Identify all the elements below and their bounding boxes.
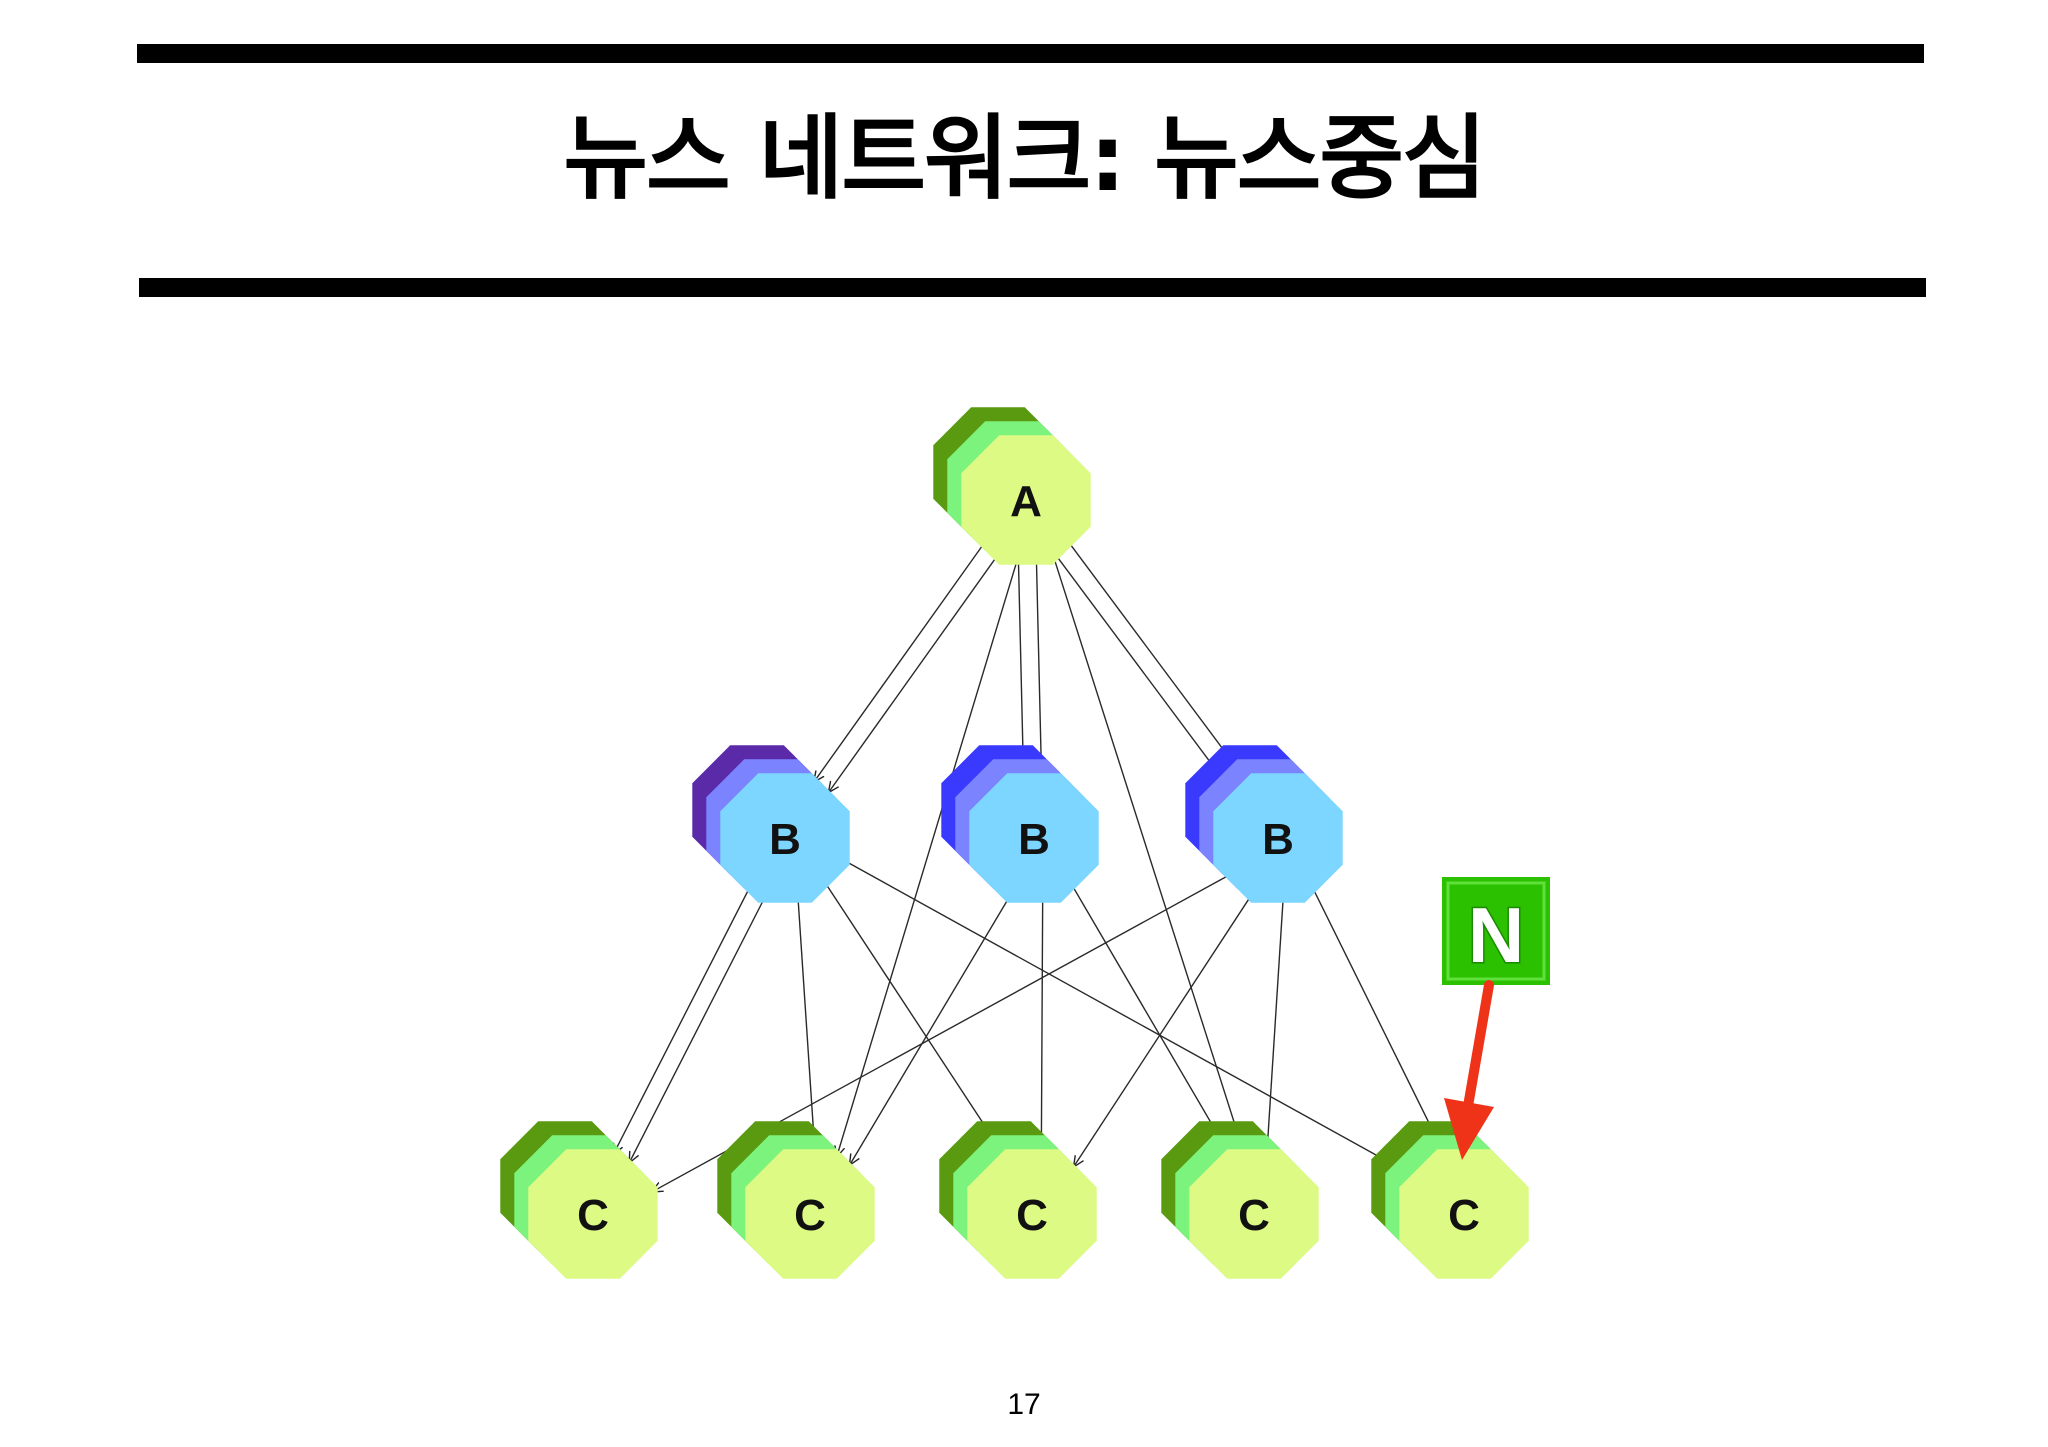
- node-label: B: [1018, 815, 1050, 864]
- edges-layer: [613, 544, 1444, 1192]
- node-face: [745, 1149, 875, 1279]
- node-label: C: [577, 1191, 609, 1240]
- nodes-layer: A B B B C C C C C: [500, 407, 1529, 1279]
- node-face: [720, 773, 850, 903]
- edge-b3-c4: [1267, 900, 1283, 1152]
- node-b3: B: [1185, 745, 1343, 903]
- red-arrow-shaft: [1462, 980, 1494, 1117]
- edge-b2-c4: [1073, 887, 1230, 1156]
- edge-b1-c2: [798, 899, 815, 1151]
- node-a: A: [933, 407, 1091, 565]
- edge-a-b2: [1018, 562, 1023, 776]
- node-face: [528, 1149, 658, 1279]
- edge-b1-c1: [613, 889, 749, 1155]
- node-b1: B: [692, 745, 850, 903]
- node-label: C: [1016, 1191, 1048, 1240]
- edge-a-b1: [814, 545, 983, 782]
- edge-b3-c3: [1073, 895, 1251, 1167]
- node-c5: C: [1371, 1121, 1529, 1279]
- title-rule-bottom: [139, 278, 1926, 297]
- naver-marker-group: N: [1442, 877, 1550, 1160]
- edge-b3-c5: [1314, 890, 1445, 1155]
- node-face: [1189, 1149, 1319, 1279]
- edge-a-b3: [1056, 555, 1234, 794]
- title-rule-top: [137, 44, 1924, 63]
- edge-b1-c5: [844, 860, 1415, 1176]
- node-c1: C: [500, 1121, 658, 1279]
- naver-logo-letter: N: [1468, 891, 1524, 979]
- edge-b1-c3: [827, 885, 1006, 1157]
- red-arrow-head: [1444, 1098, 1494, 1160]
- page-number: 17: [1007, 1388, 1041, 1421]
- page-title: 뉴스 네트워크: 뉴스중심: [563, 105, 1486, 212]
- node-label: B: [1262, 815, 1294, 864]
- node-label: A: [1010, 477, 1042, 526]
- naver-logo-icon: [1442, 877, 1550, 985]
- naver-logo-border: [1446, 881, 1546, 981]
- node-c2: C: [717, 1121, 875, 1279]
- edge-b1-c1: [629, 897, 765, 1163]
- node-face: [1399, 1149, 1529, 1279]
- node-label: B: [769, 815, 801, 864]
- edge-b2-c3: [1041, 900, 1042, 1152]
- edge-a-b2: [1036, 562, 1041, 776]
- node-b2: B: [941, 745, 1099, 903]
- node-label: C: [1238, 1191, 1270, 1240]
- node-c3: C: [939, 1121, 1097, 1279]
- node-face: [967, 1149, 1097, 1279]
- node-label: C: [794, 1191, 826, 1240]
- node-face: [1213, 773, 1343, 903]
- node-face: [961, 435, 1091, 565]
- node-c4: C: [1161, 1121, 1319, 1279]
- node-face: [969, 773, 1099, 903]
- node-label: C: [1448, 1191, 1480, 1240]
